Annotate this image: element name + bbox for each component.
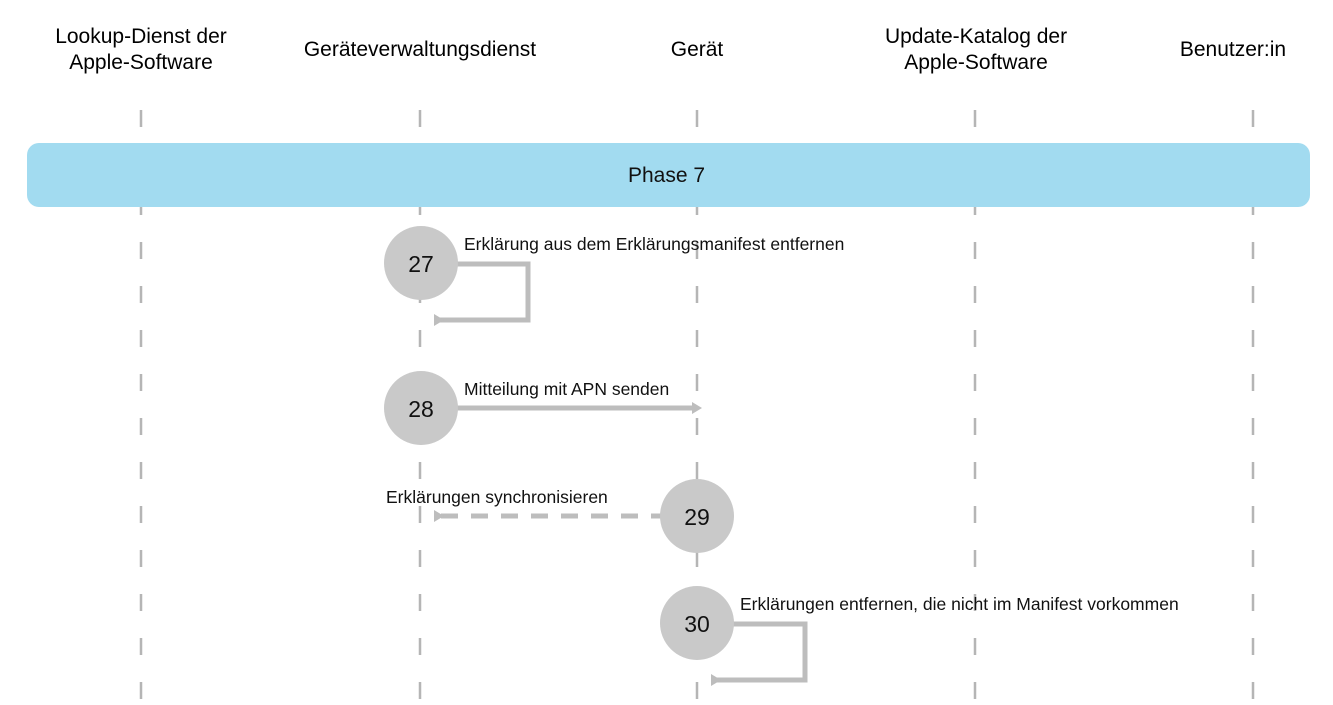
step-27-circle (384, 226, 458, 300)
step-29-label: Erklärungen synchronisieren (386, 487, 608, 507)
step-29-number: 29 (684, 504, 710, 530)
step-27-number: 27 (408, 251, 434, 277)
step-30-label: Erklärungen entfernen, die nicht im Mani… (740, 594, 1179, 614)
step-29-group: 29 (434, 479, 734, 553)
lifeline-header-catalog: Update-Katalog der Apple-Software (884, 25, 1068, 74)
lifeline-header-user: Benutzer:in (1179, 38, 1287, 61)
lifeline-header-lookup: Lookup-Dienst der Apple-Software (55, 25, 227, 74)
step-29-circle (660, 479, 734, 553)
step-28-label: Mitteilung mit APN senden (464, 379, 670, 399)
step-30-group: 30 (660, 586, 808, 686)
step-30-number: 30 (684, 611, 710, 637)
step-27-label: Erklärung aus dem Erklärungsmanifest ent… (464, 234, 845, 254)
step-28-circle (384, 371, 458, 445)
step-27-group: 27 (384, 226, 531, 326)
step-30-circle (660, 586, 734, 660)
lifeline-header-device: Gerät (670, 38, 724, 61)
step-30-loop-path (711, 621, 808, 686)
step-28-number: 28 (408, 396, 434, 422)
phase-banner (27, 143, 1310, 207)
step-27-loop-path (434, 261, 531, 326)
step-28-group: 28 (384, 371, 702, 445)
lifeline-header-mdm: Geräteverwaltungsdienst (303, 38, 537, 61)
phase-label: Phase 7 (627, 164, 706, 187)
